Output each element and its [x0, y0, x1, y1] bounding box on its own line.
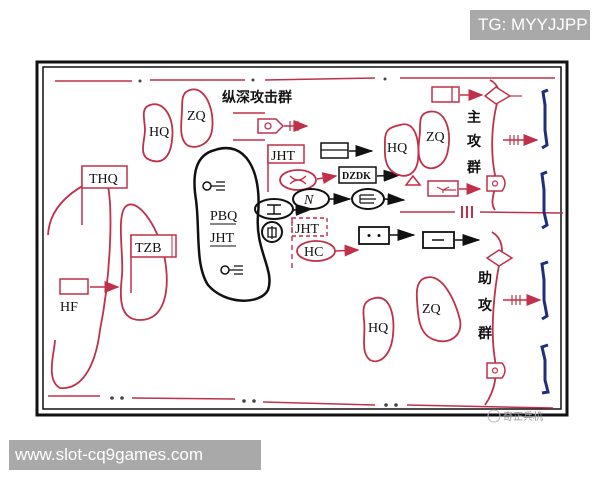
- phase-line-iii: [400, 206, 564, 218]
- lines-ellipse-unit: [351, 188, 406, 210]
- n-unit: N: [292, 188, 352, 210]
- hq-aux-label: HQ: [368, 321, 388, 336]
- jht-dashed-label: JHT: [295, 222, 320, 237]
- zq-main-label: ZQ: [426, 130, 445, 145]
- url-badge: www.slot-cq9games.com: [9, 440, 261, 470]
- dzdk-unit: DZDK: [338, 166, 402, 184]
- aux-group-label: 助 攻 群: [477, 270, 493, 342]
- dzdk-label: DZDK: [342, 171, 371, 182]
- rect-unit-top: [320, 142, 374, 159]
- bottom-phase-line: [48, 395, 554, 409]
- zq-left-label: ZQ: [187, 109, 206, 124]
- zq-aux-label: ZQ: [422, 302, 441, 317]
- tzb-label: TZB: [135, 241, 161, 256]
- hf-label: HF: [60, 300, 78, 315]
- aux-hq-zq: HQ ZQ: [362, 276, 462, 363]
- hq-main-label: HQ: [387, 141, 407, 156]
- main-supply-unit: [431, 86, 484, 103]
- jht-top-flag: JHT: [267, 144, 305, 192]
- tzb-flag: TZB: [130, 234, 177, 293]
- enemy-front-line: [540, 88, 550, 395]
- depth-group-unit: [233, 112, 309, 141]
- watermark: 奇正兵机: [487, 409, 543, 423]
- svg-text:群: 群: [466, 159, 481, 176]
- pbq-area: PBQ JHT: [193, 146, 271, 302]
- hc-unit: HC: [296, 240, 360, 262]
- map-frame: [35, 60, 569, 417]
- hq-left-label: HQ: [149, 125, 169, 140]
- dots-box-unit: [358, 226, 416, 245]
- main-hq-zq: HQ ZQ: [383, 110, 450, 186]
- x-unit: [279, 169, 338, 191]
- dash-box-unit: [422, 231, 481, 249]
- depth-group-label: 纵深攻击群: [222, 89, 292, 106]
- jht-dashed-flag: JHT: [291, 217, 328, 270]
- svg-text:主: 主: [467, 109, 481, 126]
- svg-text:攻: 攻: [478, 297, 493, 314]
- thq-flag: THQ: [81, 165, 128, 225]
- main-y-unit: [427, 180, 482, 197]
- svg-text:群: 群: [477, 325, 492, 342]
- jht-top-label: JHT: [271, 149, 296, 164]
- main-group-front: [483, 79, 539, 211]
- top-phase-line: [55, 77, 555, 83]
- pbq-label: PBQ: [210, 209, 237, 224]
- svg-text:N: N: [303, 193, 314, 208]
- engineer-unit: [254, 198, 314, 243]
- svg-text:助: 助: [478, 270, 492, 287]
- pbq-jht-label: JHT: [210, 231, 235, 246]
- tzb-area-boundary: [119, 203, 168, 321]
- tg-badge: TG: MYYJJPP: [470, 10, 590, 40]
- aux-group-front: [484, 231, 542, 406]
- hc-label: HC: [304, 245, 323, 260]
- main-group-label: 主 攻 群: [466, 109, 482, 176]
- svg-text:奇正兵机: 奇正兵机: [503, 410, 543, 423]
- svg-text:攻: 攻: [467, 133, 482, 150]
- hf-unit: HF: [59, 278, 120, 315]
- depth-hq-zq: HQ ZQ: [142, 88, 214, 163]
- thq-label: THQ: [89, 172, 118, 187]
